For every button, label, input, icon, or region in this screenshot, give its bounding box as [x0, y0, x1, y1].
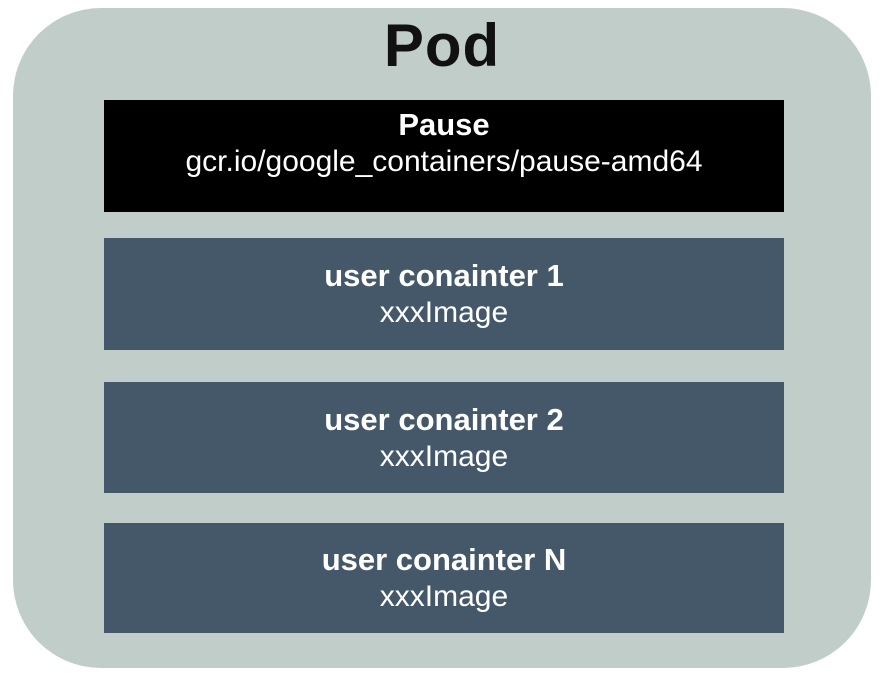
user-container-box-2: user conainter 2 xxxImage — [104, 382, 784, 493]
user-container-box-3: user conainter N xxxImage — [104, 523, 784, 633]
pod-title: Pod — [383, 12, 501, 79]
pause-container-image: gcr.io/google_containers/pause-amd64 — [185, 145, 703, 178]
pause-container-box: Pause gcr.io/google_containers/pause-amd… — [104, 100, 784, 212]
user-container-box-1: user conainter 1 xxxImage — [104, 238, 784, 350]
user-container-image: xxxImage — [379, 580, 509, 613]
user-container-image: xxxImage — [379, 439, 509, 473]
user-container-name: user conainter N — [321, 542, 567, 577]
pod-diagram: Pod Pause gcr.io/google_containers/pause… — [13, 8, 871, 668]
user-container-name: user conainter 1 — [324, 258, 564, 293]
pause-container-name: Pause — [398, 107, 490, 142]
user-container-name: user conainter 2 — [324, 401, 564, 437]
user-container-image: xxxImage — [379, 296, 509, 329]
